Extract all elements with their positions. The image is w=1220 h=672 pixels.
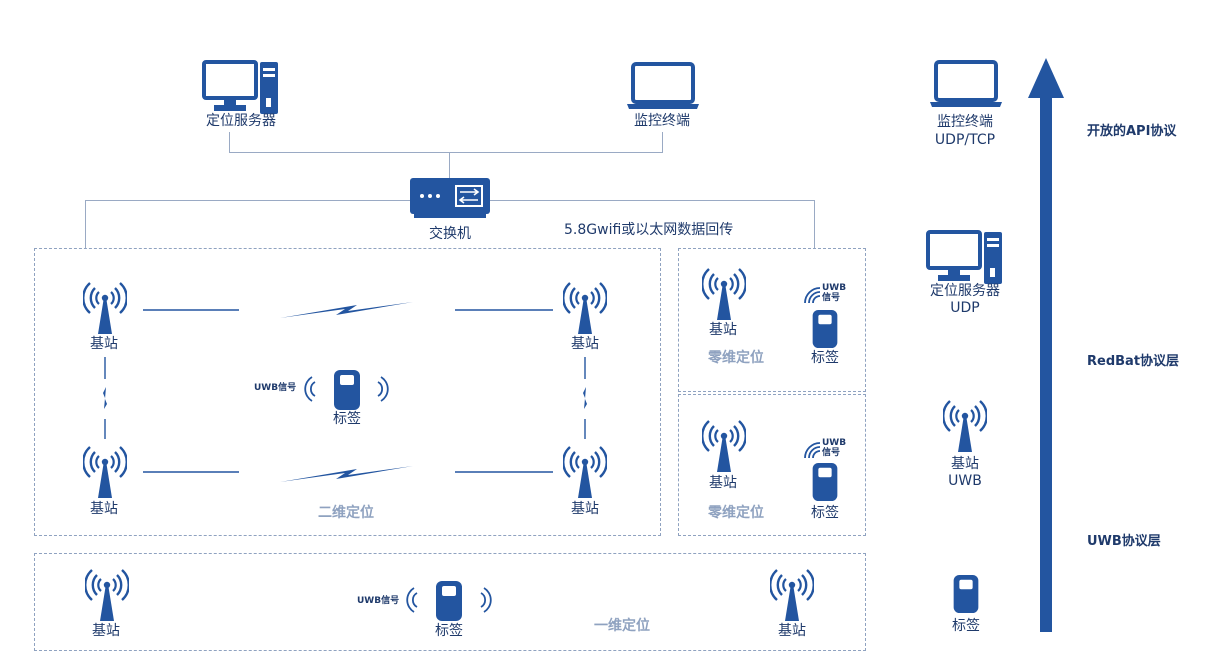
layer-uwb-label: UWB协议层	[1087, 534, 1161, 549]
uwb-signal-label: UWB信号	[254, 383, 297, 393]
tag-icon	[334, 370, 360, 410]
tag-label: 标签	[435, 623, 463, 639]
signal-arc-icon	[802, 285, 822, 305]
signal-wave-icon	[480, 585, 494, 615]
zone-0d-box-top	[678, 248, 866, 392]
base-station-label: 基站	[571, 336, 599, 352]
tag-icon	[812, 463, 838, 501]
server-desktop-icon	[202, 60, 280, 116]
wireless-link-top	[143, 302, 553, 318]
zone-1d-label: 一维定位	[594, 618, 650, 634]
wireless-link-bottom	[143, 466, 553, 482]
monitor-laptop-icon	[627, 62, 699, 110]
base-station-icon	[83, 280, 127, 336]
base-station-label: 基站	[709, 322, 737, 338]
signal-arc-icon	[802, 440, 822, 460]
monitor-drop-line	[662, 132, 663, 152]
right-monitor-label: 监控终端	[937, 114, 993, 130]
tag-icon	[812, 310, 838, 348]
switch-icon	[410, 178, 490, 218]
base-station-icon	[563, 444, 607, 500]
signal-label: 信号	[822, 293, 841, 303]
tag-icon	[436, 581, 462, 621]
zone-2d-label: 二维定位	[318, 505, 374, 521]
base-station-label: 基站	[90, 501, 118, 517]
wireless-link-right	[583, 357, 587, 439]
tag-label: 标签	[811, 350, 839, 366]
zone-0d-box-bottom	[678, 394, 866, 536]
uwb-signal-label: UWB信号	[357, 596, 400, 606]
right-base-label: 基站	[951, 456, 979, 472]
right-server-label: 定位服务器	[930, 283, 1000, 299]
base-station-icon	[563, 280, 607, 336]
layer-api-label: 开放的API协议	[1087, 124, 1177, 139]
right-server-protocol: UDP	[950, 300, 980, 316]
switch-up-line	[449, 152, 450, 179]
tag-label: 标签	[811, 505, 839, 521]
backhaul-label: 5.8Gwifi或以太网数据回传	[564, 222, 734, 238]
server-desktop-icon	[926, 230, 1004, 286]
base-station-icon	[702, 266, 746, 322]
right-tag-label: 标签	[952, 618, 980, 634]
base-station-icon	[770, 567, 814, 623]
zone-1d-box	[34, 553, 866, 651]
wireless-link-left	[103, 357, 107, 439]
switch-label: 交换机	[429, 226, 471, 242]
server-label: 定位服务器	[206, 113, 276, 129]
signal-wave-icon	[302, 374, 316, 404]
base-station-label: 基站	[709, 475, 737, 491]
base-station-label: 基站	[90, 336, 118, 352]
left-drop-line	[85, 200, 86, 248]
zone-0d-label: 零维定位	[708, 350, 764, 366]
monitor-label: 监控终端	[634, 113, 690, 129]
right-drop-line	[814, 200, 815, 248]
right-base-protocol: UWB	[948, 473, 982, 489]
base-station-label: 基站	[92, 623, 120, 639]
base-station-label: 基站	[778, 623, 806, 639]
base-station-icon	[943, 398, 987, 454]
tag-label: 标签	[333, 411, 361, 427]
base-station-icon	[83, 444, 127, 500]
base-station-label: 基站	[571, 501, 599, 517]
arrow-up-icon	[1028, 58, 1064, 632]
monitor-laptop-icon	[930, 60, 1002, 108]
base-station-icon	[702, 418, 746, 474]
signal-label: 信号	[822, 448, 841, 458]
uwb-label: UWB	[822, 438, 847, 448]
server-drop-line	[229, 132, 230, 152]
tag-icon	[953, 575, 979, 613]
right-monitor-protocol: UDP/TCP	[934, 132, 996, 148]
uwb-label: UWB	[822, 283, 847, 293]
layer-redbat-label: RedBat协议层	[1087, 354, 1180, 369]
base-station-icon	[85, 567, 129, 623]
zone-2d-box	[34, 248, 661, 536]
zone-0d-label: 零维定位	[708, 505, 764, 521]
signal-wave-icon	[377, 374, 391, 404]
top-bus-line	[229, 152, 663, 153]
signal-wave-icon	[404, 585, 418, 615]
